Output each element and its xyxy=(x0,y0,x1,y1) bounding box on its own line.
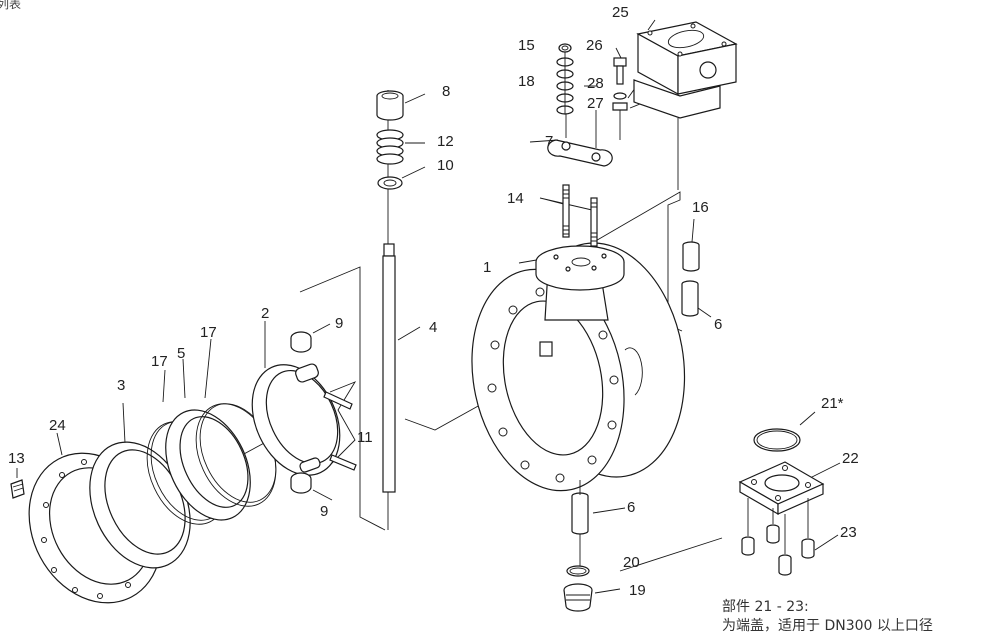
part-19-plug xyxy=(563,583,593,612)
label-8: 8 xyxy=(442,83,450,100)
part-22-cover xyxy=(738,461,825,516)
leader-23 xyxy=(814,534,839,551)
label-17a: 17 xyxy=(151,353,168,370)
bracket-line-left xyxy=(299,266,386,531)
leader-17b xyxy=(204,338,212,399)
leader-10 xyxy=(401,166,426,179)
part-1-valve-body xyxy=(471,242,686,492)
label-18: 18 xyxy=(518,73,535,90)
label-26: 26 xyxy=(586,37,603,54)
part-4-stem xyxy=(382,90,396,530)
stem-body-connector xyxy=(404,404,481,431)
leader-24 xyxy=(56,432,63,456)
part-11-pins xyxy=(323,391,357,471)
part-26-bolt xyxy=(613,57,627,85)
leader-16 xyxy=(691,218,695,243)
label-16: 16 xyxy=(692,199,709,216)
label-4: 4 xyxy=(429,319,437,336)
part-25-bracket xyxy=(633,21,738,190)
label-11: 11 xyxy=(357,429,373,446)
part-28-washer xyxy=(613,92,627,100)
part-23-bolts xyxy=(741,498,815,576)
leader-22 xyxy=(809,462,841,479)
leader-3 xyxy=(122,402,126,444)
part-9a-bushing xyxy=(290,331,312,353)
label-7: 7 xyxy=(545,133,553,150)
leader-20-cover xyxy=(619,537,723,572)
label-1: 1 xyxy=(483,259,491,276)
label-6b: 6 xyxy=(627,499,635,516)
note-line-1: 部件 21 - 23: xyxy=(722,599,809,615)
label-20: 20 xyxy=(623,554,640,571)
label-9a: 9 xyxy=(335,315,343,332)
leader-4 xyxy=(397,326,421,341)
part-18-washers xyxy=(556,52,574,115)
label-14: 14 xyxy=(507,190,524,207)
part-labels: 1 2 3 4 5 6 6 7 8 9 9 10 11 12 13 14 15 … xyxy=(8,4,859,599)
bracket-line-11 xyxy=(329,381,357,466)
part-12-spring xyxy=(376,129,404,165)
label-25: 25 xyxy=(612,4,629,21)
leader-8 xyxy=(404,93,426,104)
part-6b-bush xyxy=(571,480,589,566)
part-15-nut xyxy=(558,43,572,53)
label-28: 28 xyxy=(587,75,604,92)
label-2: 2 xyxy=(261,305,269,322)
part-21-oring xyxy=(753,428,801,452)
part-7-plate xyxy=(547,110,613,167)
part-10-washer xyxy=(377,176,403,190)
corner-text: 列表 xyxy=(0,0,22,11)
note-line-2: 为端盖，适用于 DN300 以上口径 xyxy=(722,618,933,634)
leader-6a xyxy=(697,307,712,318)
leader-17a xyxy=(162,369,166,403)
part-2-disc xyxy=(251,363,341,476)
leader-21 xyxy=(799,411,816,426)
part-9b-bushing xyxy=(290,472,312,494)
label-13: 13 xyxy=(8,450,25,467)
leader-9a xyxy=(312,323,331,334)
leader-25 xyxy=(647,19,656,31)
part-3-ring xyxy=(89,441,191,569)
part-13-set-screw xyxy=(10,479,25,499)
leader-19 xyxy=(594,588,621,594)
part-14-studs xyxy=(562,184,598,247)
part-20-oring xyxy=(566,565,590,577)
part-6a-bush xyxy=(681,280,699,317)
leader-27 xyxy=(629,103,641,109)
label-9b: 9 xyxy=(320,503,328,520)
label-5: 5 xyxy=(177,345,185,362)
part-27-nut xyxy=(612,102,628,140)
label-12: 12 xyxy=(437,133,454,150)
label-17b: 17 xyxy=(200,324,217,341)
label-15: 15 xyxy=(518,37,535,54)
label-3: 3 xyxy=(117,377,125,394)
part-5-seat xyxy=(165,409,251,521)
label-22: 22 xyxy=(842,450,859,467)
label-19: 19 xyxy=(629,582,646,599)
label-27: 27 xyxy=(587,95,604,112)
label-10: 10 xyxy=(437,157,454,174)
part-16-bush xyxy=(682,241,700,272)
leader-6b xyxy=(592,507,626,514)
label-23: 23 xyxy=(840,524,857,541)
label-24: 24 xyxy=(49,417,66,434)
part-8-bush xyxy=(376,90,404,121)
label-21: 21* xyxy=(821,395,844,412)
leader-9b xyxy=(312,489,333,501)
leader-5 xyxy=(182,358,186,399)
label-6a: 6 xyxy=(714,316,722,333)
